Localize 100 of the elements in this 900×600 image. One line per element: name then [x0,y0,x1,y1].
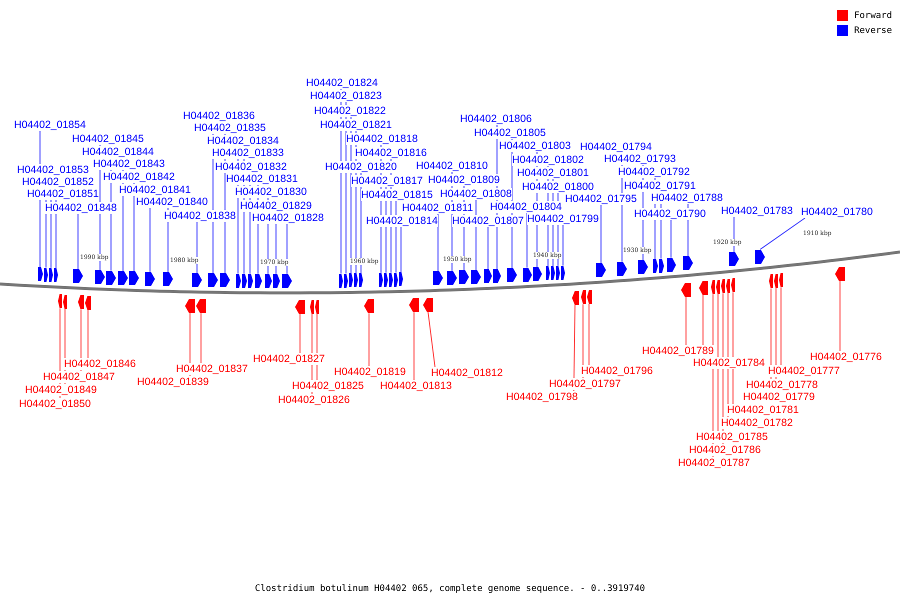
gene-label: H04402_01777 [768,365,840,377]
gene-glyph [344,274,348,288]
gene-glyph [471,270,481,284]
gene-glyph [779,273,783,288]
leader-line [428,311,436,368]
gene-glyph [85,296,91,310]
gene-label: H04402_01812 [431,367,503,379]
gene-glyph [459,270,469,284]
gene-label: H04402_01850 [19,398,91,410]
gene-label: H04402_01808 [440,188,512,200]
gene-label: H04402_01825 [292,380,364,392]
leader-line [732,292,734,404]
gene-glyph [711,280,715,294]
gene-label: H04402_01854 [14,119,86,131]
gene-glyph [507,268,517,282]
gene-glyph [729,252,739,266]
leader-line [600,204,602,264]
gene-label: H04402_01803 [499,140,571,152]
gene-label: H04402_01804 [490,201,562,213]
gene-glyph [546,266,550,280]
gene-glyph [522,268,532,282]
leader-line [286,224,288,274]
gene-label: H04402_01832 [215,161,287,173]
gene-label: H04402_01853 [17,164,89,176]
gene-label: H04402_01815 [361,189,433,201]
gene-label: H04402_01831 [226,173,298,185]
gene-label: H04402_01783 [721,205,793,217]
gene-glyph [409,298,419,312]
gene-glyph [399,272,403,286]
gene-glyph [54,268,58,282]
gene-label: H04402_01796 [581,365,653,377]
gene-glyph [658,258,664,273]
gene-glyph [359,273,363,288]
gene-glyph [38,267,42,282]
gene-label: H04402_01807 [452,215,524,227]
gene-glyph [556,266,560,280]
gene-label: H04402_01848 [45,202,117,214]
leader-line [670,220,672,258]
gene-glyph [73,269,83,284]
gene-label: H04402_01816 [355,147,427,159]
gene-label: H04402_01835 [194,122,266,134]
gene-label: H04402_01793 [604,153,676,165]
gene-glyph [681,282,691,297]
gene-glyph [447,270,457,285]
leader-line [780,286,782,366]
gene-label: H04402_01843 [93,158,165,170]
gene-label: H04402_01826 [278,394,350,406]
gene-glyph [617,262,627,276]
gene-glyph [95,270,105,284]
gene-glyph [49,268,53,282]
gene-label: H04402_01845 [72,133,144,145]
gene-label: H04402_01784 [693,357,765,369]
gene-label: H04402_01798 [506,391,578,403]
leader-line [770,288,772,380]
gene-glyph [683,256,693,270]
gene-glyph [596,263,606,278]
gene-label: H04402_01781 [727,404,799,416]
gene-glyph [364,299,374,314]
gene-glyph [118,271,128,285]
gene-glyph [721,279,725,294]
gene-glyph [666,258,676,272]
gene-glyph [163,272,173,286]
gene-label: H04402_01837 [176,363,248,375]
gene-label: H04402_01776 [810,351,882,363]
legend-label: Forward [854,10,892,20]
gene-glyph [220,273,230,288]
gene-label: H04402_01785 [696,431,768,443]
gene-label: H04402_01780 [801,206,873,218]
gene-label: H04402_01794 [580,141,652,153]
gene-glyph [731,278,735,292]
leader-line [196,222,198,274]
gene-glyph [698,281,708,296]
gene-label: H04402_01802 [512,154,584,166]
gene-glyph [282,274,292,288]
leader-line [760,218,806,250]
gene-label: H04402_01846 [64,358,136,370]
gene-glyph [652,259,658,274]
gene-glyph [726,278,730,293]
gene-label: H04402_01809 [428,174,500,186]
gene-glyph [423,298,433,312]
leader-line [588,303,590,366]
gene-label: H04402_01805 [474,127,546,139]
leader-line [400,226,402,273]
gene-glyph [769,274,773,288]
gene-label: H04402_01800 [522,181,594,193]
gene-label: H04402_01847 [43,371,115,383]
gene-glyph [339,274,343,288]
gene-label: H04402_01814 [366,215,438,227]
gene-label: H04402_01841 [119,184,191,196]
gene-label: H04402_01822 [314,105,386,117]
gene-glyph [755,250,765,264]
gene-glyph [192,273,202,288]
gene-label: H04402_01813 [380,380,452,392]
gene-label: H04402_01810 [416,160,488,172]
gene-label: H04402_01811 [402,202,474,214]
gene-label: H04402_01786 [689,444,761,456]
gene-label: H04402_01788 [651,192,723,204]
gene-glyph [349,273,353,288]
gene-label: H04402_01828 [252,212,324,224]
gene-label: H04402_01852 [22,176,94,188]
